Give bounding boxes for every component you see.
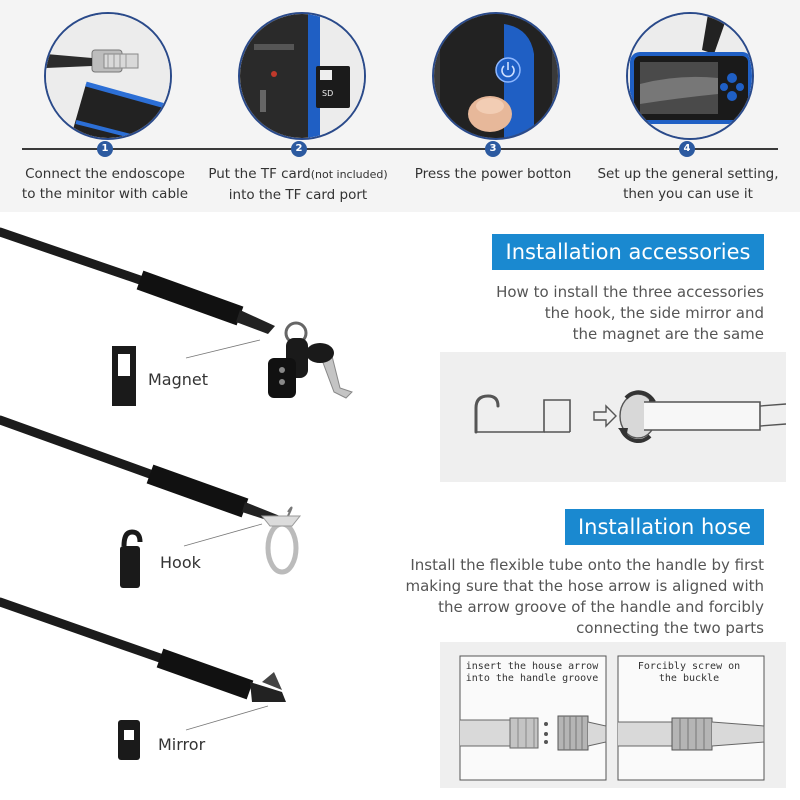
monitor-icon bbox=[628, 14, 752, 138]
hose-note-2: Forcibly screw on the buckle bbox=[624, 661, 754, 685]
steps-timeline bbox=[22, 148, 778, 150]
step-4-number: 4 bbox=[679, 141, 695, 157]
accessories-desc-line-3: the magnet are the same bbox=[572, 325, 764, 343]
accessory-label-hook: Hook bbox=[160, 553, 201, 572]
accessory-install-diagram bbox=[440, 352, 787, 482]
step-3-image bbox=[432, 12, 560, 140]
step-1-image bbox=[44, 12, 172, 140]
hose-note-1-line-2: into the handle groove bbox=[465, 673, 599, 684]
step-4-line-1: Set up the general setting, bbox=[597, 166, 779, 182]
step-2-number: 2 bbox=[291, 141, 307, 157]
probe-illustrations bbox=[0, 227, 353, 760]
accessory-label-magnet: Magnet bbox=[148, 370, 209, 389]
hose-desc-line-1: Install the flexible tube onto the handl… bbox=[410, 556, 764, 574]
step-1-text: Connect the endoscope to the minitor wit… bbox=[5, 164, 205, 204]
tf-card-icon: SD bbox=[240, 14, 364, 138]
step-2-note: (not included) bbox=[310, 168, 388, 181]
step-4-image bbox=[626, 12, 754, 140]
step-2-line-2: into the TF card port bbox=[228, 187, 368, 203]
hose-note-2-line-2: the buckle bbox=[658, 673, 720, 684]
step-1-line-1: Connect the endoscope bbox=[25, 166, 185, 182]
installation-accessories-title: Installation accessories bbox=[492, 234, 764, 270]
hook-icon bbox=[120, 529, 143, 588]
hose-desc-line-2: making sure that the hose arrow is align… bbox=[405, 577, 764, 595]
magnet-icon bbox=[112, 346, 136, 406]
cable-connector-icon bbox=[46, 14, 170, 138]
step-1-line-2: to the minitor with cable bbox=[21, 186, 189, 202]
step-3-text: Press the power botton bbox=[393, 164, 593, 184]
step-2-image: SD bbox=[238, 12, 366, 140]
hose-note-1: insert the house arrow into the handle g… bbox=[462, 661, 602, 685]
accessory-label-mirror: Mirror bbox=[158, 735, 206, 754]
hose-desc-line-3: the arrow groove of the handle and forci… bbox=[438, 598, 764, 616]
hose-note-2-line-1: Forcibly screw on bbox=[637, 661, 741, 672]
arrow-right-icon bbox=[593, 404, 617, 428]
step-3-line-1: Press the power botton bbox=[414, 166, 572, 182]
step-2-line-1-main: Put the TF card bbox=[208, 166, 311, 182]
installation-hose-desc: Install the flexible tube onto the handl… bbox=[364, 555, 764, 639]
mirror-icon bbox=[118, 720, 140, 760]
probe-hook bbox=[0, 415, 302, 575]
hose-desc-line-4: connecting the two parts bbox=[576, 619, 764, 637]
svg-text:SD: SD bbox=[322, 89, 333, 98]
step-3-number: 3 bbox=[485, 141, 501, 157]
installation-accessories-desc: How to install the three accessories the… bbox=[404, 282, 764, 345]
step-1-number: 1 bbox=[97, 141, 113, 157]
step-2-line-1: Put the TF card(not included) bbox=[198, 164, 398, 185]
step-2-text: Put the TF card(not included) into the T… bbox=[198, 164, 398, 205]
probe-magnet bbox=[0, 227, 353, 399]
accessories-desc-line-2: the hook, the side mirror and bbox=[544, 304, 764, 322]
step-4-text: Set up the general setting, then you can… bbox=[588, 164, 788, 204]
hose-note-1-line-1: insert the house arrow bbox=[465, 661, 599, 672]
hose-install-diagram bbox=[440, 642, 786, 788]
accessories-desc-line-1: How to install the three accessories bbox=[496, 283, 764, 301]
installation-hose-title: Installation hose bbox=[565, 509, 764, 545]
power-button-icon bbox=[434, 14, 558, 138]
probe-mirror bbox=[0, 597, 286, 702]
step-4-line-2: then you can use it bbox=[623, 186, 753, 202]
